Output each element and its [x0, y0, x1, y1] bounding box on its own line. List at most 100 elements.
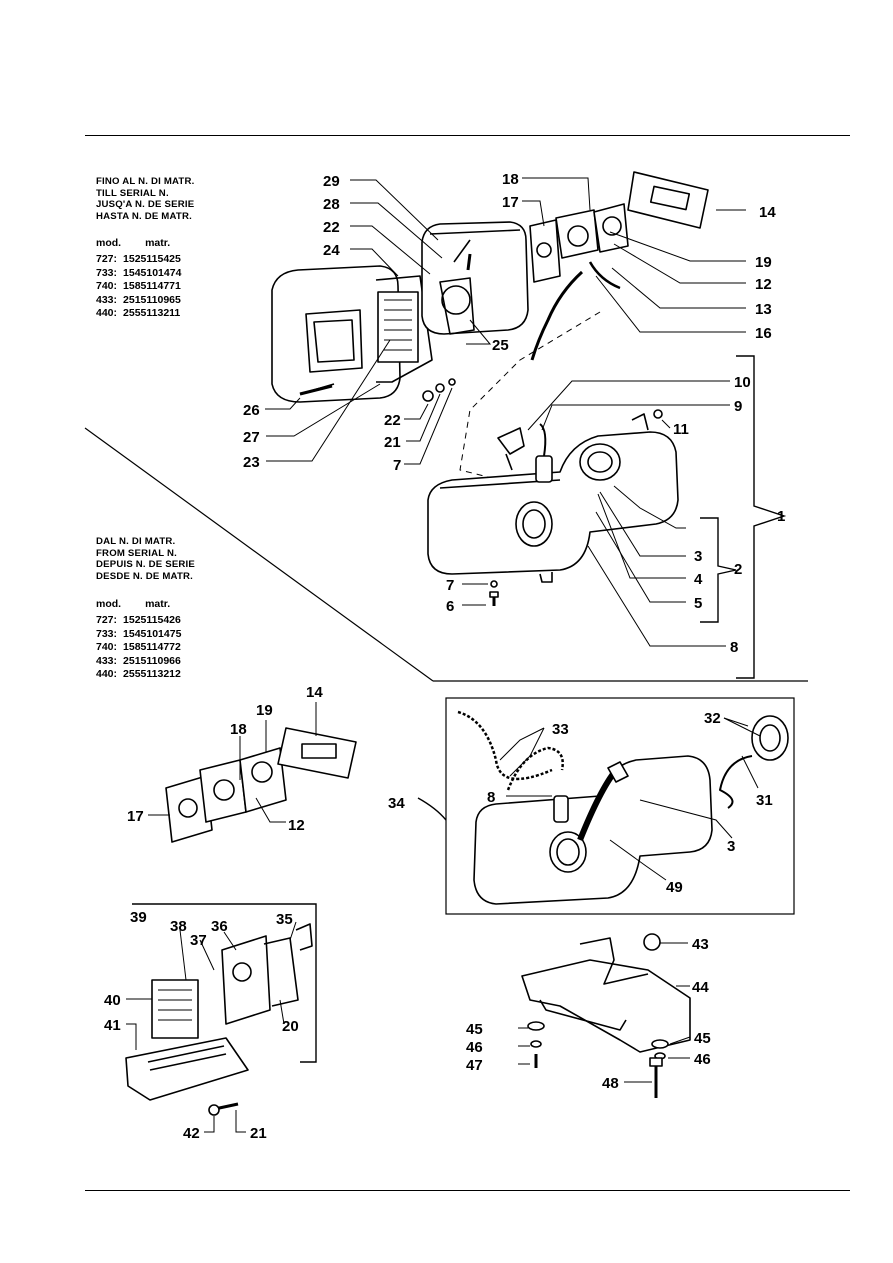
callout-12: 12	[288, 817, 305, 834]
table-row: 433: 2515110965	[96, 294, 181, 307]
callout-10: 10	[734, 374, 751, 391]
callout-16: 16	[755, 325, 772, 342]
note-line: JUSQ'A N. DE SERIE	[96, 199, 195, 210]
fuel-pickup-drawing	[497, 423, 553, 483]
parts-drawings	[125, 171, 789, 1116]
table-row: 733: 1545101475	[96, 628, 181, 641]
callout-14: 14	[759, 204, 776, 221]
top-rule	[85, 135, 850, 136]
model-cell: 440:	[96, 668, 118, 681]
callout-24: 24	[323, 242, 340, 259]
callout-27: 27	[243, 429, 260, 446]
callout-40: 40	[104, 992, 121, 1009]
callout-23: 23	[243, 454, 260, 471]
header-model: mod.	[96, 237, 122, 249]
callout-32: 32	[704, 710, 721, 727]
callout-25: 25	[492, 337, 509, 354]
callout-39: 39	[130, 909, 147, 926]
callout-20: 20	[282, 1018, 299, 1035]
note-line: FINO AL N. DI MATR.	[96, 176, 195, 187]
model-cell: 440:	[96, 307, 118, 320]
callout-42: 42	[183, 1125, 200, 1142]
carburetor-housing-drawing	[421, 221, 529, 335]
serial-cell: 2515110965	[123, 293, 181, 306]
serial-cell: 2555113211	[123, 307, 181, 320]
serial-cell: 2555113212	[123, 668, 181, 681]
serial-cell: 1585114772	[123, 641, 181, 654]
callout-29: 29	[323, 173, 340, 190]
callout-46: 46	[466, 1039, 483, 1056]
serial-cell: 1545101475	[123, 627, 182, 640]
callout-28: 28	[323, 196, 340, 213]
model-cell: 740:	[96, 280, 118, 293]
screws-drawing	[299, 253, 663, 606]
air-filter-cover-drawing	[271, 265, 433, 403]
serial-cell: 1545101474	[123, 266, 182, 279]
callout-45: 45	[694, 1030, 711, 1047]
callout-22: 22	[384, 412, 401, 429]
callout-46: 46	[694, 1051, 711, 1068]
callout-5: 5	[694, 595, 702, 612]
table-row: 433: 2515110966	[96, 655, 181, 668]
callout-12: 12	[755, 276, 772, 293]
model-cell: 740:	[96, 641, 118, 654]
model-cell: 733:	[96, 266, 118, 279]
fuel-tank-drawing	[427, 413, 679, 583]
note-line: TILL SERIAL N.	[96, 187, 169, 199]
note-from-serial: DAL N. DI MATR. FROM SERIAL N. DEPUIS N.…	[96, 536, 195, 582]
note-line: FROM SERIAL N.	[96, 547, 177, 559]
table-row: 727:1525115426	[96, 614, 181, 627]
callout-13: 13	[755, 301, 772, 318]
gasket-drawing	[627, 171, 709, 229]
callout-21: 21	[384, 434, 401, 451]
callout-19: 19	[256, 702, 273, 719]
callout-18: 18	[502, 171, 519, 188]
serial-cell: 1525115426	[123, 614, 181, 627]
header-serial: matr.	[145, 598, 171, 610]
serial-cell: 2515110966	[123, 654, 181, 667]
callout-33: 33	[552, 721, 569, 738]
callout-36: 36	[211, 918, 228, 935]
model-cell: 733:	[96, 627, 118, 640]
callout-3: 3	[727, 838, 735, 855]
callout-26: 26	[243, 402, 260, 419]
callout-21: 21	[250, 1125, 267, 1142]
callout-2: 2	[734, 561, 742, 578]
callout-38: 38	[170, 918, 187, 935]
note-line: DEPUIS N. DE SERIE	[96, 559, 196, 570]
callout-7: 7	[393, 457, 401, 474]
table-row: 440: 2555113211	[96, 307, 181, 320]
callout-35: 35	[276, 911, 293, 928]
air-filter-lower-drawing	[125, 923, 313, 1116]
header-model: mod.	[96, 598, 122, 610]
callout-17: 17	[502, 194, 519, 211]
header-serial: matr.	[145, 237, 171, 249]
note-until-serial: FINO AL N. DI MATR. TILL SERIAL N. JUSQ'…	[96, 176, 195, 222]
table-row: 440: 2555113212	[96, 668, 181, 681]
bottom-rule	[85, 1190, 850, 1191]
callout-3: 3	[694, 548, 702, 565]
serial-table-from: mod.matr. 727:1525115426 733:1545101475 …	[96, 598, 181, 681]
callout-37: 37	[190, 932, 207, 949]
callout-8: 8	[487, 789, 495, 806]
callout-48: 48	[602, 1075, 619, 1092]
note-line: DESDE N. DE MATR.	[96, 570, 194, 582]
callout-1: 1	[777, 508, 785, 525]
callout-43: 43	[692, 936, 709, 953]
callout-14: 14	[306, 684, 323, 701]
callout-22: 22	[323, 219, 340, 236]
callout-19: 19	[755, 254, 772, 271]
fuel-tank-inset-drawing	[457, 710, 789, 905]
table-row: 733: 1545101474	[96, 267, 181, 280]
model-cell: 433:	[96, 654, 118, 667]
model-cell: 433:	[96, 293, 118, 306]
fuel-tank-inset-frame	[445, 697, 795, 915]
table-row: 740: 1585114772	[96, 641, 181, 654]
table-row: 727:1525115425	[96, 253, 181, 266]
callout-6: 6	[446, 598, 454, 615]
callout-17: 17	[127, 808, 144, 825]
serial-cell: 1585114771	[123, 280, 181, 293]
note-line: DAL N. DI MATR.	[96, 536, 176, 547]
callout-47: 47	[466, 1057, 483, 1074]
